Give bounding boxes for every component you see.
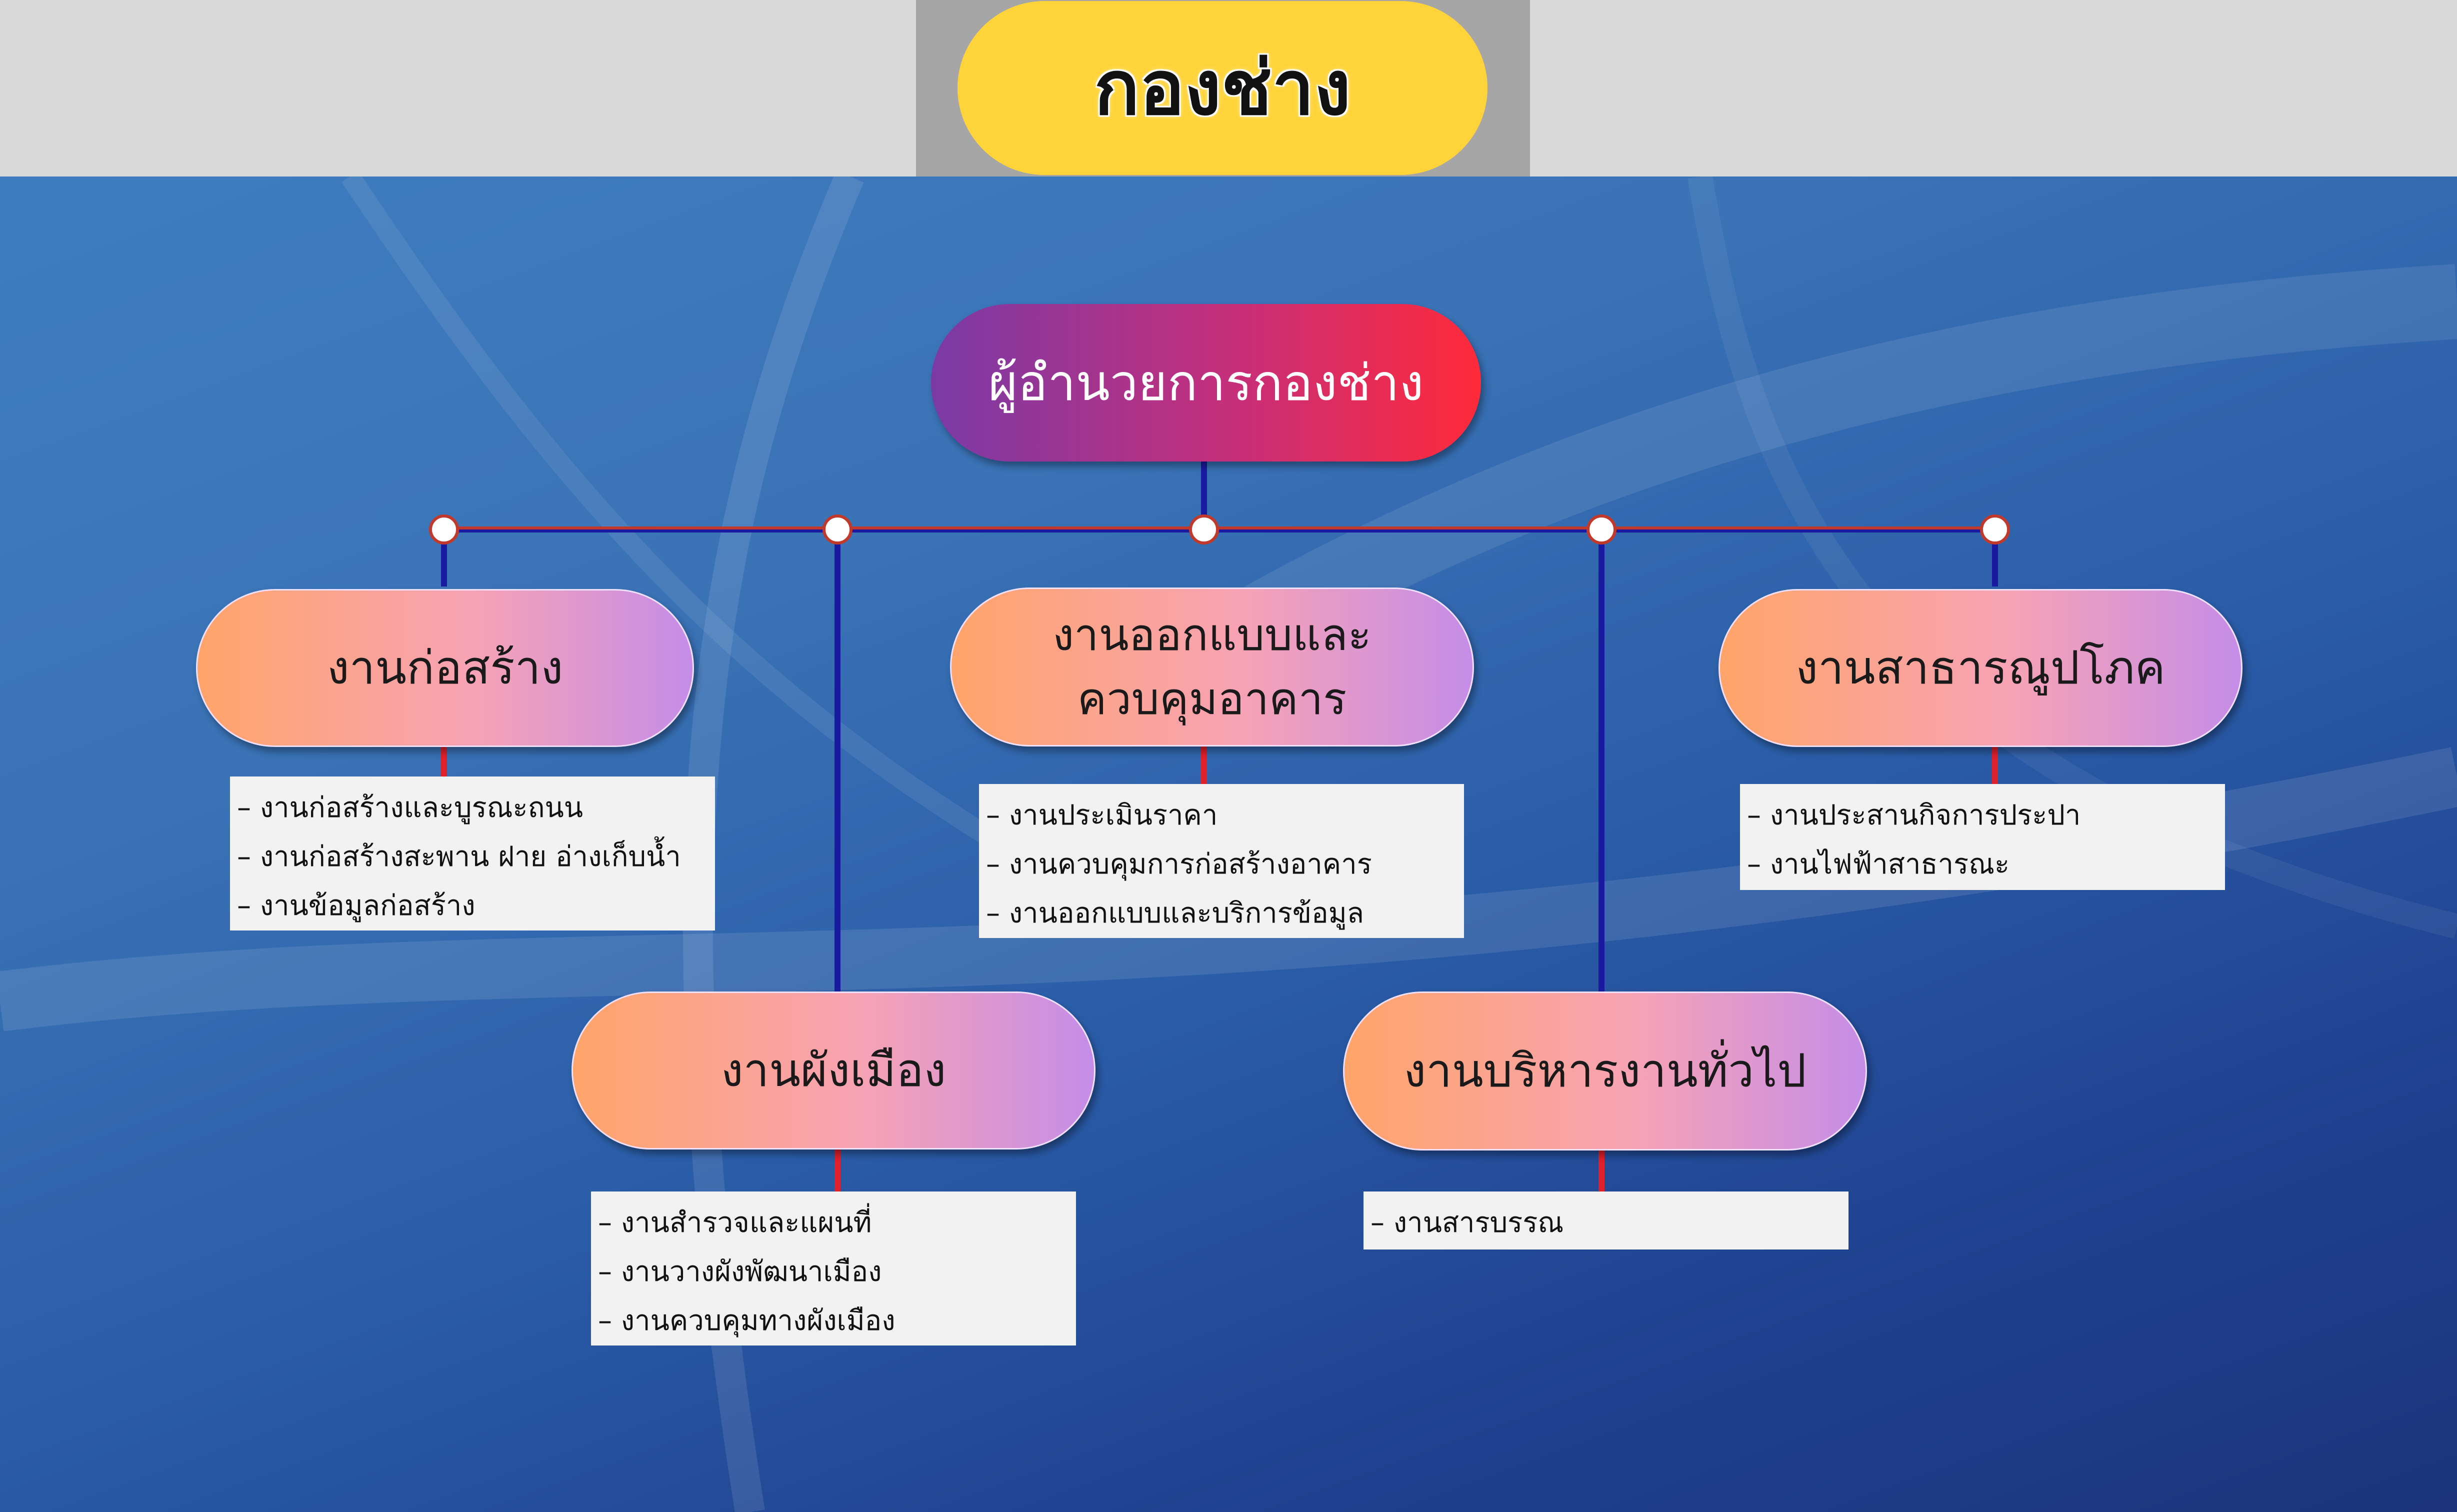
task-item: – งานสำรวจและแผนที่ [598,1206,872,1239]
unit-design-building-control: งานออกแบบและ ควบคุมอาคาร [950,588,1474,746]
connector-node [429,514,459,544]
unit-general-administration: งานบริหารงานทั่วไป [1343,992,1867,1150]
unit-label-line: งานออกแบบและ [1052,609,1372,661]
connector-node [1586,514,1616,544]
task-list-administration: – งานสารบรรณ [1364,1192,1848,1250]
task-item: – งานวางผังพัฒนาเมือง [598,1256,882,1288]
task-item: – งานประสานกิจการประปา [1747,799,2081,832]
task-list-utilities: – งานประสานกิจการประปา – งานไฟฟ้าสาธารณะ [1740,784,2225,890]
chart-canvas: ผู้อำนวยการกองช่าง งานก่อสร้าง งานออกแบบ… [0,176,2457,1512]
task-item: – งานสารบรรณ [1370,1206,1564,1239]
connector-node [1189,514,1219,544]
director-label: ผู้อำนวยการกองช่าง [988,354,1424,412]
unit-public-utilities: งานสาธารณูปโภค [1718,589,2242,747]
task-item: – งานไฟฟ้าสาธารณะ [1747,848,2010,880]
unit-construction: งานก่อสร้าง [196,589,694,747]
task-list-construction: – งานก่อสร้างและบูรณะถนน – งานก่อสร้างสะ… [230,776,715,930]
task-item: – งานประเมินราคา [986,799,1218,832]
connector-node [1980,514,2010,544]
connector-node [822,514,852,544]
director-node: ผู้อำนวยการกองช่าง [931,304,1481,462]
unit-label: งานสาธารณูปโภค [1796,641,2166,695]
task-list-city-planning: – งานสำรวจและแผนที่ – งานวางผังพัฒนาเมือ… [591,1192,1076,1346]
unit-city-planning: งานผังเมือง [572,992,1096,1150]
page-title: กองช่าง [1094,45,1351,132]
task-item: – งานออกแบบและบริการข้อมูล [986,897,1364,930]
task-list-design: – งานประเมินราคา – งานควบคุมการก่อสร้างอ… [979,784,1464,938]
task-item: – งานควบคุมทางผังเมือง [598,1304,896,1337]
page-title-pill: กองช่าง [958,1,1488,175]
unit-label: งานผังเมือง [720,1044,946,1098]
unit-label: งานบริหารงานทั่วไป [1404,1044,1806,1098]
task-item: – งานก่อสร้างและบูรณะถนน [237,792,584,824]
unit-label-line: ควบคุมอาคาร [1077,673,1347,724]
task-item: – งานข้อมูลก่อสร้าง [237,890,476,922]
unit-label: งานก่อสร้าง [326,641,564,695]
task-item: – งานควบคุมการก่อสร้างอาคาร [986,848,1372,880]
task-item: – งานก่อสร้างสะพาน ฝาย อ่างเก็บน้ำ [237,840,681,873]
